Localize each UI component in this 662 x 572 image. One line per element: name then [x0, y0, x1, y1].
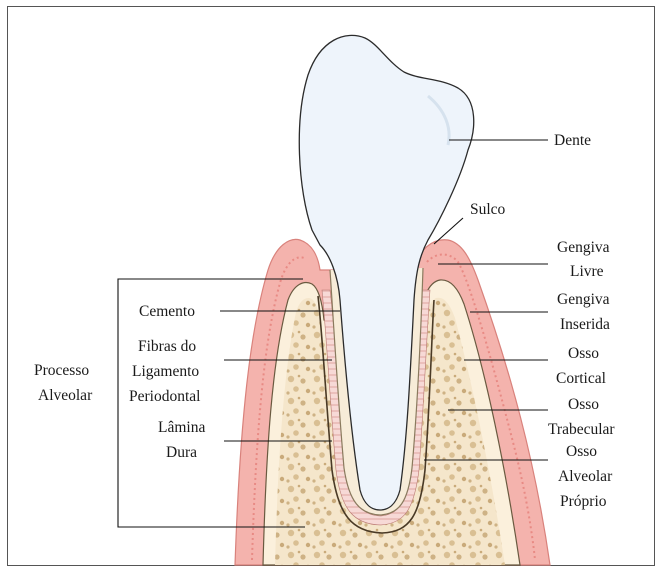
label-osso-cortical-1: Osso — [568, 345, 599, 362]
label-osso-alveolar-3: Próprio — [560, 493, 607, 510]
label-fibras-1: Fibras do — [138, 338, 196, 355]
label-fibras-2: Ligamento — [132, 363, 199, 380]
label-processo-2: Alveolar — [38, 387, 93, 404]
label-cemento: Cemento — [139, 303, 195, 320]
label-gengiva-livre-1: Gengiva — [557, 239, 610, 256]
label-dente: Dente — [554, 132, 591, 149]
label-gengiva-inserida-1: Gengiva — [557, 291, 610, 308]
label-sulco: Sulco — [470, 201, 506, 218]
label-gengiva-inserida-2: Inserida — [560, 316, 610, 333]
label-lamina-2: Dura — [166, 444, 197, 461]
label-osso-trabecular-2: Trabecular — [548, 421, 615, 438]
label-lamina-1: Lâmina — [158, 419, 205, 436]
label-osso-alveolar-2: Alveolar — [558, 468, 613, 485]
label-osso-cortical-2: Cortical — [556, 370, 606, 387]
label-gengiva-livre-2: Livre — [570, 263, 604, 280]
label-osso-alveolar-1: Osso — [566, 443, 597, 460]
label-fibras-3: Periodontal — [129, 388, 200, 405]
label-processo-1: Processo — [34, 362, 89, 379]
label-osso-trabecular-1: Osso — [568, 396, 599, 413]
